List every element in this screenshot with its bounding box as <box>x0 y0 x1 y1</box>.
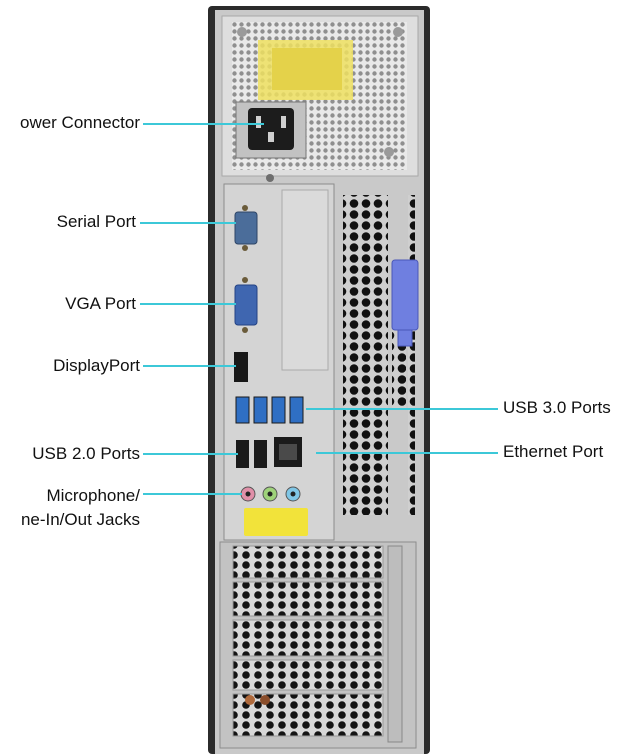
label-power-connector: ower Connector <box>19 113 140 132</box>
vent-hexes-inner <box>392 330 406 410</box>
psu-label-band <box>272 48 342 90</box>
power-supply <box>221 15 419 177</box>
jack-green-hole <box>267 491 273 497</box>
serial-port-connector <box>234 211 258 245</box>
jack-blue-hole <box>290 491 296 497</box>
vga-screw <box>242 327 248 333</box>
serial-screw <box>242 245 248 251</box>
vent-area <box>333 182 423 530</box>
usb30-port <box>289 396 304 424</box>
power-pin <box>256 116 261 128</box>
label-microphone-line2: ne-In/Out Jacks <box>20 510 140 529</box>
expansion-slots <box>219 541 417 749</box>
slot-cover <box>232 581 384 617</box>
blue-latch <box>391 259 419 331</box>
label-displayport: DisplayPort <box>53 356 140 375</box>
label-microphone-line1: Microphone/ <box>46 486 140 505</box>
power-socket <box>248 108 294 150</box>
io-screw <box>266 174 274 182</box>
slot-screw <box>260 695 270 705</box>
usb20-port <box>254 440 267 468</box>
usb20-port <box>236 440 249 468</box>
slot-cover <box>232 545 384 579</box>
power-pin <box>268 132 274 142</box>
slot-cover <box>232 619 384 657</box>
slot-screw <box>245 695 255 705</box>
displayport-connector <box>234 352 248 382</box>
vga-screw <box>242 277 248 283</box>
serial-screw <box>242 205 248 211</box>
jack-pink-hole <box>245 491 251 497</box>
io-panel <box>223 174 335 541</box>
yellow-sticker <box>244 508 308 536</box>
label-ethernet-port: Ethernet Port <box>503 442 604 461</box>
slot-cover <box>232 659 384 691</box>
usb30-port <box>271 396 286 424</box>
slot-rail <box>387 545 403 743</box>
power-pin <box>281 116 286 128</box>
label-vga-port: VGA Port <box>65 294 136 313</box>
label-usb20-ports: USB 2.0 Ports <box>32 444 140 463</box>
vga-port-connector <box>234 284 258 326</box>
usb30-port <box>235 396 250 424</box>
psu-screw <box>237 27 247 37</box>
label-usb30-ports: USB 3.0 Ports <box>503 398 611 417</box>
psu-screw <box>384 147 394 157</box>
label-serial-port: Serial Port <box>56 212 136 231</box>
slot-cover <box>232 693 384 737</box>
usb30-port <box>253 396 268 424</box>
io-inner <box>281 189 329 371</box>
blue-latch-tab <box>397 329 413 347</box>
leader-lines <box>140 123 498 495</box>
psu-screw <box>393 27 403 37</box>
ethernet-socket <box>279 444 297 460</box>
